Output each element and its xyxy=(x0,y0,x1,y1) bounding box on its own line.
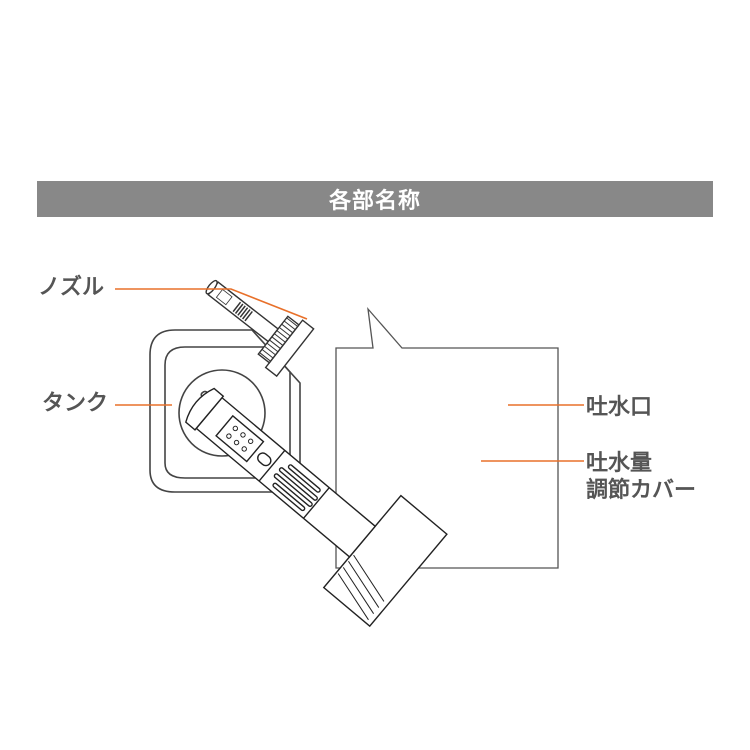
label-outlet: 吐水口 xyxy=(586,395,653,420)
nozzle-illustration xyxy=(205,279,315,378)
tank-cap-icon xyxy=(178,369,266,457)
label-nozzle: ノズル xyxy=(38,275,105,300)
label-flow-cover: 吐水量 調節カバー xyxy=(586,451,696,505)
label-tank: タンク xyxy=(42,391,109,416)
leader-lines xyxy=(115,288,584,462)
label-flow-cover-line2: 調節カバー xyxy=(586,477,697,503)
section-header: 各部名称 xyxy=(37,181,713,217)
leader-nozzle xyxy=(115,288,308,320)
section-title: 各部名称 xyxy=(328,189,421,214)
nozzle-detail-illustration xyxy=(185,387,448,628)
label-flow-cover-line1: 吐水量 xyxy=(586,451,653,476)
